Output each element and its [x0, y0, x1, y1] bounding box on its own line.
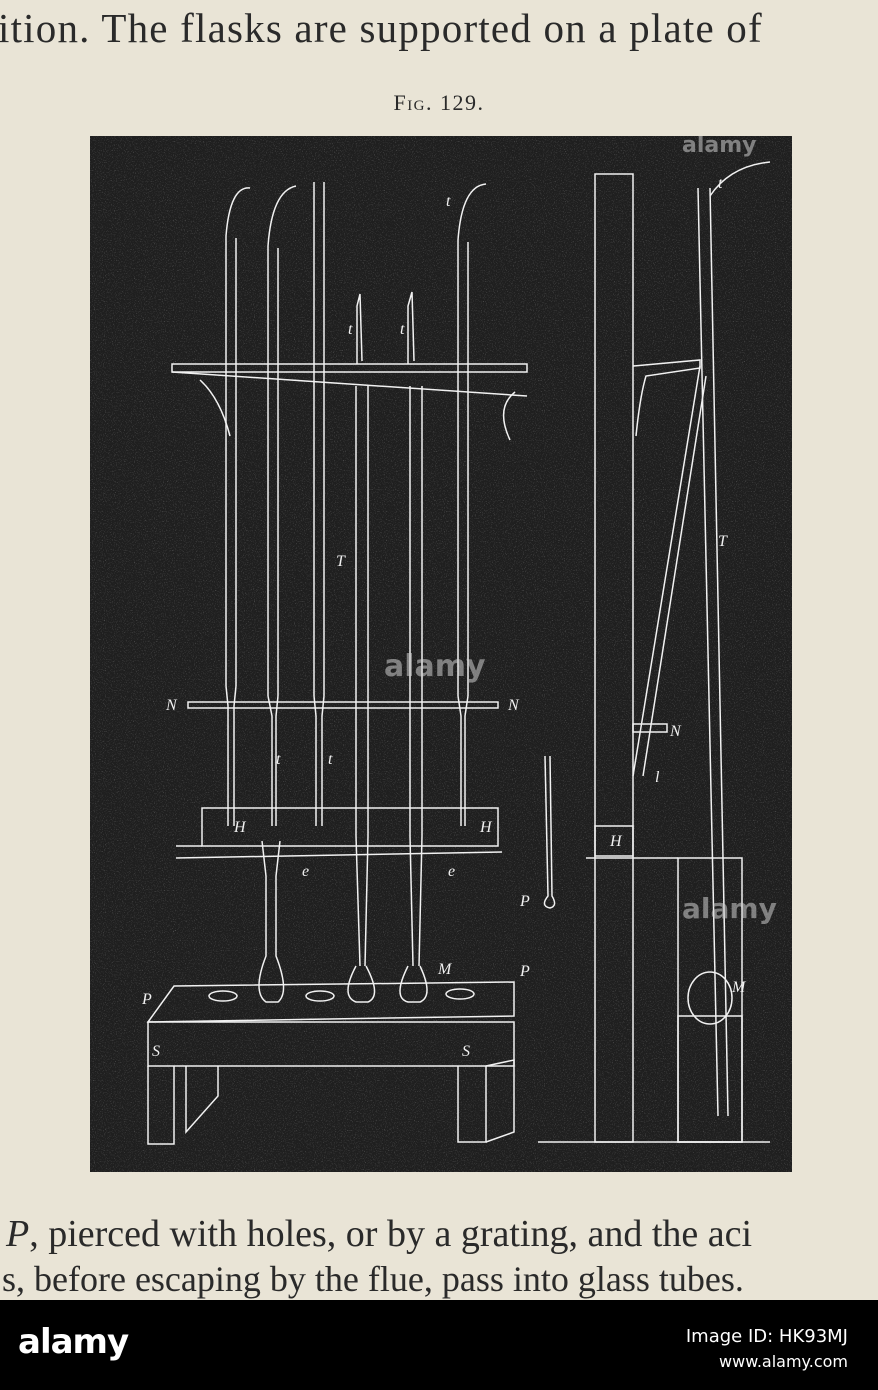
label-H-left: H [233, 819, 247, 836]
apparatus-drawing [146, 161, 771, 1145]
label-l-side: l [655, 769, 660, 786]
body-text-bottom-1-rest: , pierced with holes, or by a grating, a… [29, 1213, 753, 1255]
label-e-left: e [302, 863, 309, 880]
watermark-top-right: alamy [682, 136, 757, 158]
body-text-bottom-1: P, pierced with holes, or by a grating, … [6, 1212, 752, 1256]
label-t-mid-1: t [348, 321, 353, 338]
label-t-low-2: t [328, 751, 333, 768]
label-N-left: N [165, 697, 178, 714]
label-P-left: P [141, 991, 152, 1008]
body-text-top: ition. The flasks are supported on a pla… [0, 5, 763, 51]
label-H-right: H [479, 819, 493, 836]
image-id: Image ID: HK93MJ [685, 1326, 848, 1347]
label-S-left: S [152, 1043, 160, 1060]
label-S-right: S [462, 1043, 470, 1060]
site-url[interactable]: www.alamy.com [719, 1352, 848, 1371]
book-page: ition. The flasks are supported on a pla… [0, 0, 878, 1300]
label-N-side: N [669, 723, 682, 740]
label-N-right: N [507, 697, 520, 714]
label-t-mid-2: t [400, 321, 405, 338]
label-t-low-1: t [276, 751, 281, 768]
label-T-side: T [718, 533, 728, 550]
body-text-bottom-2: s, before escaping by the flue, pass int… [2, 1259, 744, 1299]
label-P-right: P [519, 963, 530, 980]
figure-caption: Fig. 129. [393, 90, 485, 115]
watermark-right: alamy [682, 892, 777, 925]
label-T: T [336, 553, 346, 570]
alamy-logo[interactable]: alamy [18, 1322, 129, 1362]
stock-banner: alamy Image ID: HK93MJ www.alamy.com [0, 1300, 878, 1390]
label-M-side: M [731, 979, 747, 996]
label-M-front: M [437, 961, 453, 978]
label-e-right: e [448, 863, 455, 880]
label-t-top: t [446, 193, 451, 210]
label-t-side: t [718, 175, 723, 192]
side-view [538, 161, 771, 1143]
label-P-side: P [519, 893, 530, 910]
watermarks: alamy alamy alamy [384, 136, 777, 925]
italic-P: P [6, 1213, 30, 1255]
watermark-center: alamy [384, 649, 486, 684]
figure-labels: t t t T N N t t H H e e M P P S S P t T … [141, 175, 747, 1060]
engraving-plate: t t t T N N t t H H e e M P P S S P t T … [90, 136, 792, 1172]
label-H-side: H [609, 833, 623, 850]
tubes-flasks [258, 291, 428, 1003]
